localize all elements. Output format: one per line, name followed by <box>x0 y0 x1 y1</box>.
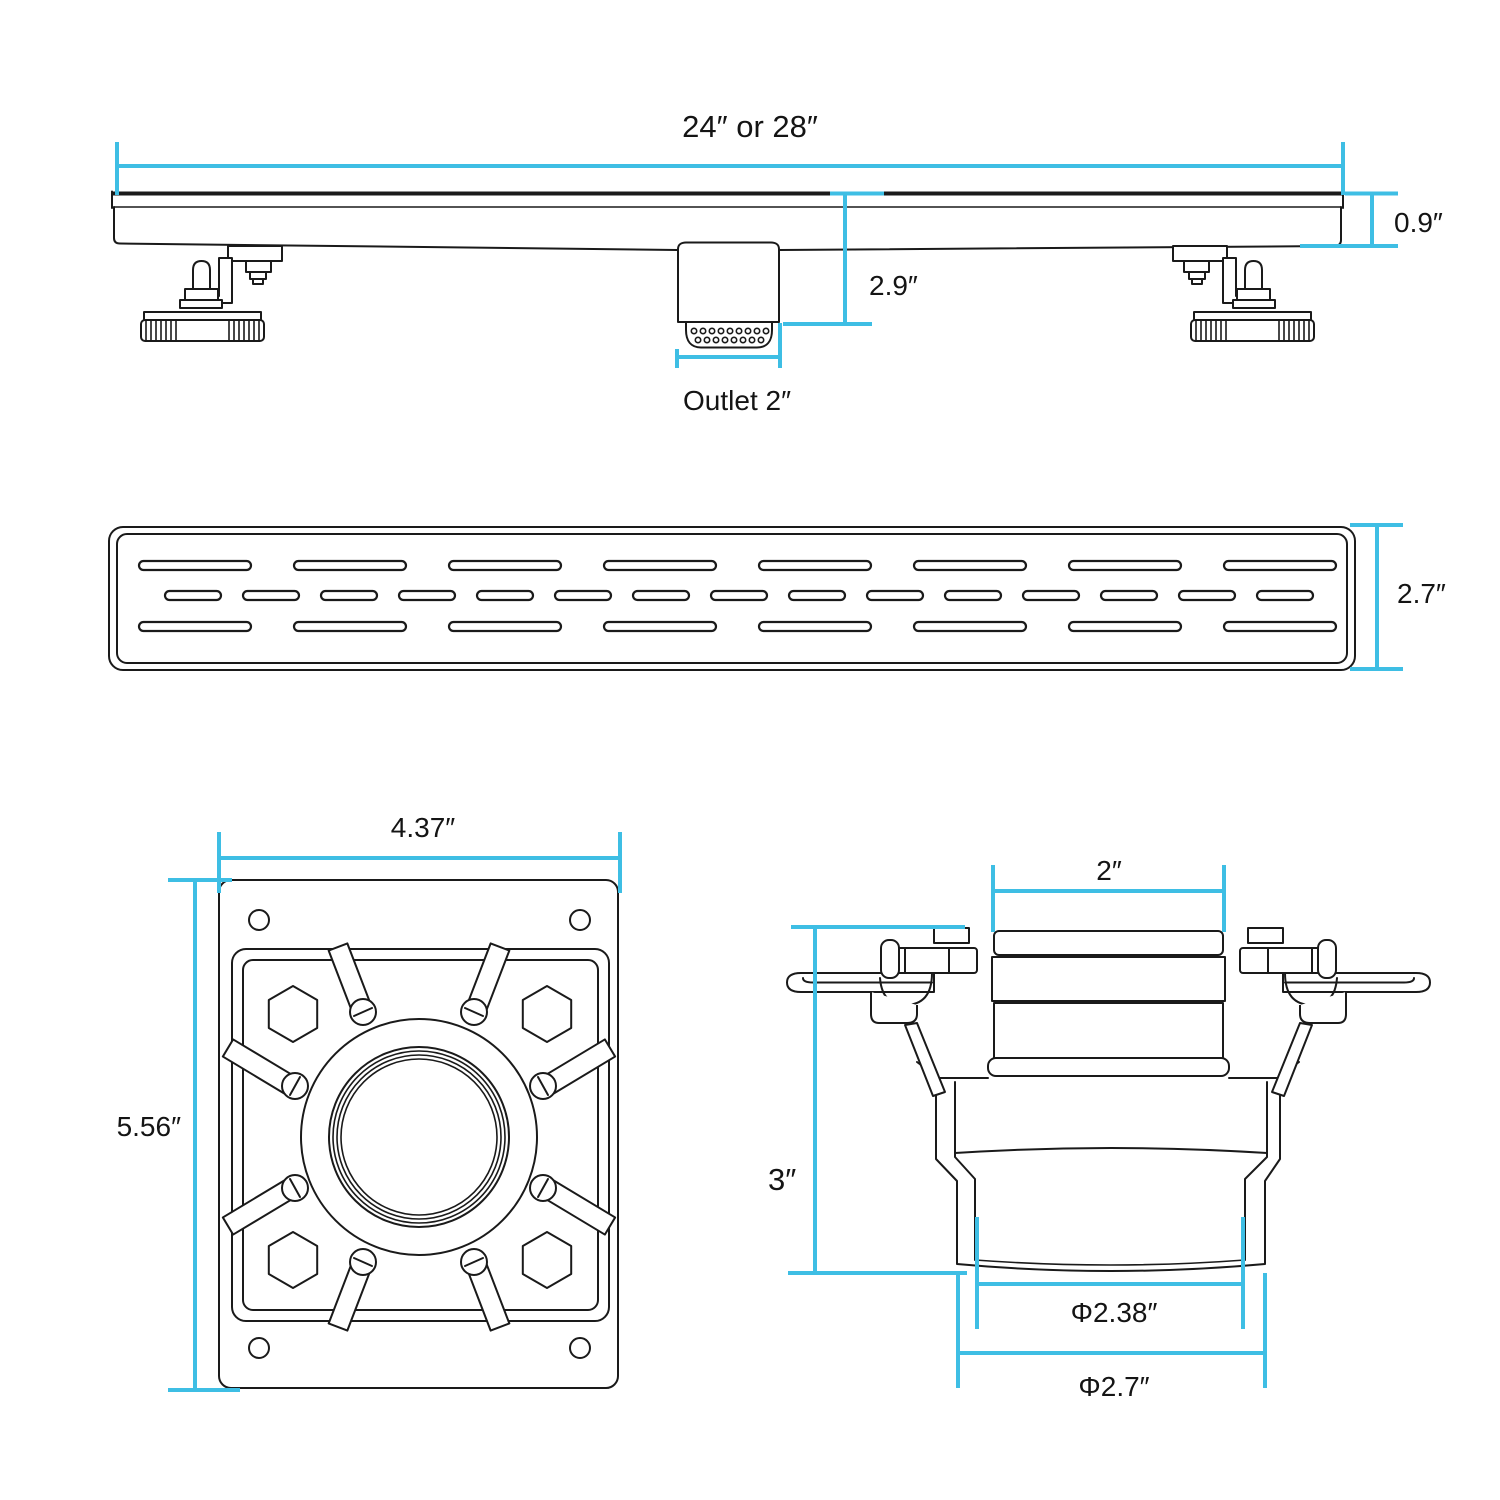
flange-bottom-view: 4.37″ 5.56″ <box>117 812 622 1392</box>
dimension-grate-width: 2.7″ <box>1350 523 1446 671</box>
dimension-length: 24″ or 28″ <box>115 109 1345 195</box>
inner-diameter-label: Φ2.38″ <box>1071 1297 1158 1328</box>
leveling-foot-right <box>1172 245 1315 342</box>
bottom-outlet <box>677 241 780 349</box>
side-elevation-view: 24″ or 28″ 0.9″ 2.9″ Outlet 2″ <box>111 109 1443 416</box>
drain-height-label: 2.9″ <box>869 270 918 301</box>
dimension-coupling-outlet: 2″ <box>991 855 1226 932</box>
strainer-holes <box>690 327 770 344</box>
coupling-height-label: 3″ <box>768 1162 796 1197</box>
dimension-drain-height: 2.9″ <box>783 191 918 326</box>
dimension-outlet: Outlet 2″ <box>675 323 791 416</box>
coupling-section-view: 2″ 3″ Φ2.38″ Φ2.7″ <box>768 855 1431 1402</box>
grate-top-view: 2.7″ <box>108 523 1446 671</box>
frame-height-label: 0.9″ <box>1394 207 1443 238</box>
corner-holes <box>248 909 591 1359</box>
clamp-right <box>1239 927 1431 1097</box>
grate-width-label: 2.7″ <box>1397 578 1446 609</box>
leveling-foot-left <box>140 245 283 342</box>
flange-width-label: 4.37″ <box>391 812 455 843</box>
dimension-frame-height: 0.9″ <box>1300 191 1443 248</box>
drain-opening <box>300 1018 538 1256</box>
dimension-inner-diameter: Φ2.38″ <box>975 1217 1245 1329</box>
dimension-coupling-height: 3″ <box>768 925 967 1275</box>
dimension-flange-width: 4.37″ <box>217 812 622 893</box>
coupling-hub <box>987 930 1230 1077</box>
dimension-flange-height: 5.56″ <box>117 878 240 1392</box>
dimension-outer-diameter: Φ2.7″ <box>956 1273 1267 1402</box>
drain-channel-body <box>111 190 1344 251</box>
coupling-outlet-label: 2″ <box>1096 855 1122 886</box>
length-label: 24″ or 28″ <box>682 109 818 144</box>
outlet-label: Outlet 2″ <box>683 385 791 416</box>
clamp-screws <box>281 998 557 1276</box>
outer-diameter-label: Φ2.7″ <box>1078 1371 1149 1402</box>
flange-height-label: 5.56″ <box>117 1111 181 1142</box>
